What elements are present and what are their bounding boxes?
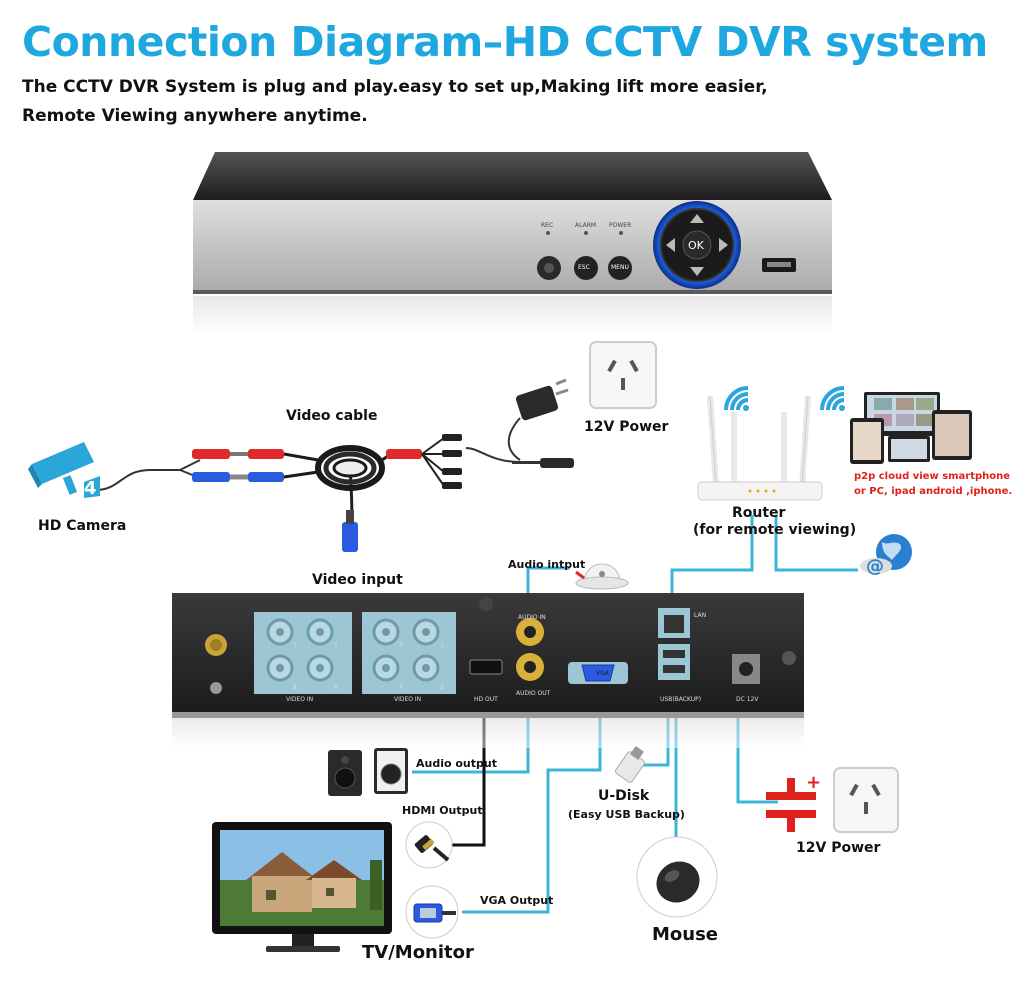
led-alarm-label: ALARM <box>575 222 597 229</box>
lan-port-label: LAN <box>694 612 707 619</box>
svg-text:+: + <box>806 772 821 793</box>
video-in-left-label: VIDEO IN <box>286 696 314 703</box>
power-top-label: 12V Power <box>584 419 669 435</box>
video-input-label: Video input <box>312 572 403 588</box>
bnc-number: 7 <box>293 642 297 649</box>
wall-socket-icon-bottom <box>833 767 899 833</box>
p2p-line-2: or PC, ipad android ,iphone. <box>854 486 1012 497</box>
svg-text:4: 4 <box>84 478 97 499</box>
bnc-number: 3 <box>399 642 403 649</box>
vga-port-label: VGA <box>596 670 609 677</box>
monitor-icon <box>212 822 392 952</box>
video-in-right-label: VIDEO IN <box>394 696 422 703</box>
wifi-icon <box>724 386 749 411</box>
hd-camera-label: HD Camera <box>38 518 127 534</box>
hdmi-output-label: HDMI Output <box>402 804 483 817</box>
router-icon <box>697 395 823 501</box>
ok-button[interactable]: OK <box>688 239 704 252</box>
power-bottom-label: 12V Power <box>796 840 881 856</box>
udisk-label: U-Disk <box>598 788 650 804</box>
svg-text:@: @ <box>866 556 884 577</box>
menu-button[interactable]: MENU <box>611 264 629 271</box>
router-label: Router <box>732 505 786 521</box>
subtitle-line-2: Remote Viewing anywhere anytime. <box>22 106 368 126</box>
audio-input-label: Audio intput <box>508 558 586 571</box>
power-adapter-icon <box>515 378 569 421</box>
video-cable-icon <box>192 434 462 552</box>
subtitle-line-1: The CCTV DVR System is plug and play.eas… <box>22 77 768 97</box>
usb-disk-icon <box>615 746 645 783</box>
bnc-number: 6 <box>334 684 338 691</box>
mouse-icon <box>636 836 718 918</box>
bnc-number: 2 <box>440 684 444 691</box>
power-cable-top <box>512 458 574 468</box>
speakers-icon <box>328 748 408 796</box>
bnc-number: 4 <box>399 684 403 691</box>
page-title: Connection Diagram–HD CCTV DVR system <box>22 18 988 66</box>
mouse-label: Mouse <box>652 924 719 945</box>
bnc-number: 5 <box>334 642 338 649</box>
hdmi-out-label: HD OUT <box>474 696 498 703</box>
dc-port-label: DC 12V <box>736 696 759 703</box>
router-sub-label: (for remote viewing) <box>693 522 857 538</box>
tv-monitor-label: TV/Monitor <box>362 942 474 963</box>
wall-socket-icon <box>589 341 657 409</box>
hdmi-plug-icon <box>405 821 453 869</box>
vga-plug-icon <box>405 885 459 939</box>
wifi-icon-right <box>820 386 845 411</box>
audio-output-label: Audio output <box>416 757 497 770</box>
led-rec-label: REC <box>541 222 554 229</box>
bnc-number: 1 <box>440 642 444 649</box>
dc-polarity-icon: + <box>766 772 821 832</box>
dome-microphone-icon <box>575 563 629 590</box>
bnc-number: 8 <box>293 684 297 691</box>
camera-icon: 4 <box>28 442 100 499</box>
udisk-sub-label: (Easy USB Backup) <box>568 808 685 821</box>
usb-port-label: USB(BACKUP) <box>660 696 702 703</box>
video-cable-label: Video cable <box>286 408 378 424</box>
vga-output-label: VGA Output <box>480 894 554 907</box>
devices-cluster-icon <box>850 392 972 464</box>
p2p-line-1: p2p cloud view smartphone <box>854 471 1011 482</box>
audio-out-label: AUDIO OUT <box>516 690 551 697</box>
led-power-label: POWER <box>609 222 632 229</box>
esc-button[interactable]: ESC <box>578 264 590 271</box>
audio-in-label: AUDIO IN <box>518 614 546 621</box>
globe-icon: @ <box>860 534 912 577</box>
